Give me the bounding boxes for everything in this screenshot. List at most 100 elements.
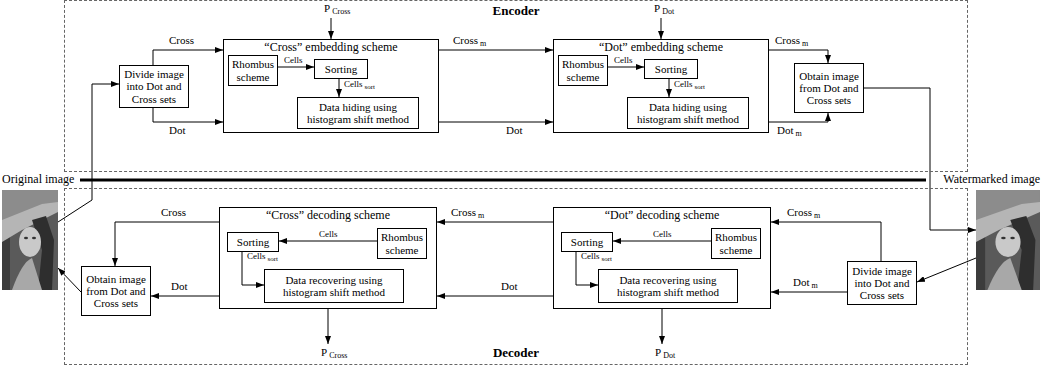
edge-label: Dot [168, 125, 187, 136]
edge-label: Cells [652, 230, 673, 239]
subscript-label: m [811, 282, 819, 290]
parameter-arrow [331, 18, 332, 39]
parameter-symbol: P [653, 3, 661, 14]
edge-label: Cells [580, 252, 601, 261]
box-label: Divide image into Dot and Cross sets [122, 68, 186, 104]
connector-arrow [771, 222, 881, 261]
box-label: Divide image into Dot and Cross sets [850, 265, 914, 301]
edge-label: Cells [246, 252, 267, 261]
box-label: Data recovering using histogram shift me… [267, 274, 401, 298]
connector-arrow [115, 222, 219, 266]
subscript-label: m [813, 212, 821, 220]
edge-label: Cells [343, 80, 364, 89]
edge-label: Dot [170, 281, 189, 292]
connector-arrow [58, 84, 119, 222]
box-label: Obtain image from Dot and Cross sets [797, 70, 861, 106]
box-label: Obtain image from Dot and Cross sets [84, 273, 148, 309]
connector-arrow [151, 296, 219, 297]
connector-arrow [339, 79, 340, 97]
connector-arrow [437, 296, 553, 297]
box-label: Data hiding using histogram shift method [630, 101, 746, 125]
parameter-symbol: P [654, 347, 662, 358]
process-box: Data hiding using histogram shift method [297, 97, 419, 129]
box-label: Rhombus scheme [380, 231, 424, 255]
panel-title: Encoder [65, 4, 967, 18]
image-caption: Watermarked image [943, 173, 1040, 186]
image-caption: Original image [2, 173, 74, 186]
process-box: Obtain image from Dot and Cross sets [81, 266, 151, 316]
subscript-label: m [477, 212, 485, 220]
box-label: Rhombus scheme [714, 231, 758, 255]
process-box: Sorting [314, 59, 368, 79]
box-label: Sorting [655, 63, 687, 75]
process-box: Rhombus scheme [228, 55, 278, 86]
parameter-arrow [662, 309, 663, 344]
process-box: Sorting [644, 59, 698, 79]
separator-bar [80, 179, 926, 182]
edge-label: Dot [776, 125, 795, 136]
edge-label: Dot [505, 125, 524, 136]
edge-label: Cross [450, 207, 477, 218]
connector-arrow [58, 268, 81, 292]
connector-arrow [669, 79, 670, 97]
connector-arrow [613, 241, 711, 242]
connector-arrow [608, 67, 644, 68]
edge-label: Cross [168, 35, 195, 46]
edge-label: Cross [786, 207, 813, 218]
connector-arrow [278, 67, 314, 68]
box-label: Sorting [571, 236, 603, 248]
decoder-panel: Decoder Obtain image from Dot and Cross s… [64, 188, 968, 365]
subscript-label: Cross [331, 8, 351, 16]
parameter-symbol: P [320, 347, 328, 358]
process-box: Divide image into Dot and Cross sets [847, 261, 917, 305]
process-box: Divide image into Dot and Cross sets [119, 65, 189, 108]
original-picture [2, 190, 58, 290]
connector-arrow [771, 292, 847, 293]
box-label: Data hiding using histogram shift method [300, 101, 416, 125]
edge-label: Cross [774, 35, 801, 46]
connector-arrow [864, 88, 976, 230]
subscript-label: sort [601, 256, 614, 263]
image-thumbnail: Watermarked image [976, 190, 1040, 290]
scheme-title: “Dot” decoding scheme [554, 209, 770, 222]
scheme-title: “Cross” decoding scheme [220, 209, 436, 222]
subscript-label: Dot [662, 352, 676, 360]
process-box: Sorting [227, 232, 279, 252]
edge-label: Dot [792, 277, 811, 288]
edge-label: Cells [318, 230, 339, 239]
connector-arrow [439, 50, 553, 51]
edge-label: Cells [283, 56, 304, 65]
box-label: Rhombus scheme [231, 58, 275, 82]
box-label: Sorting [237, 236, 269, 248]
edge-label: Cells [613, 56, 634, 65]
encoder-panel: EncoderDivide image into Dot and Cross s… [64, 0, 968, 172]
connector-arrow [769, 113, 828, 122]
connector-arrow [153, 108, 223, 122]
parameter-symbol: P [323, 3, 331, 14]
box-label: Sorting [325, 63, 357, 75]
connector-arrow [439, 122, 553, 123]
subscript-label: sort [267, 256, 280, 263]
image-thumbnail: Original image [2, 190, 58, 290]
scheme-title: “Cross” embedding scheme [224, 41, 438, 54]
subscript-label: sort [364, 84, 377, 91]
process-box: Data recovering using histogram shift me… [598, 269, 738, 303]
subscript-label: m [479, 40, 487, 48]
process-box: Data recovering using histogram shift me… [264, 269, 404, 303]
panel-title: Decoder [65, 346, 967, 360]
scheme-box: “Dot” embedding schemeRhombus schemeSort… [553, 39, 769, 133]
subscript-label: Dot [661, 8, 675, 16]
connector-arrow [279, 241, 377, 242]
process-box: Sorting [561, 232, 613, 252]
connector-arrow [769, 50, 828, 63]
process-box: Rhombus scheme [711, 228, 761, 259]
process-box: Rhombus scheme [377, 228, 427, 259]
connector-arrow [437, 222, 553, 223]
subscript-label: m [795, 130, 803, 138]
subscript-label: sort [694, 84, 707, 91]
process-box: Obtain image from Dot and Cross sets [794, 63, 864, 113]
process-box: Rhombus scheme [558, 55, 608, 86]
